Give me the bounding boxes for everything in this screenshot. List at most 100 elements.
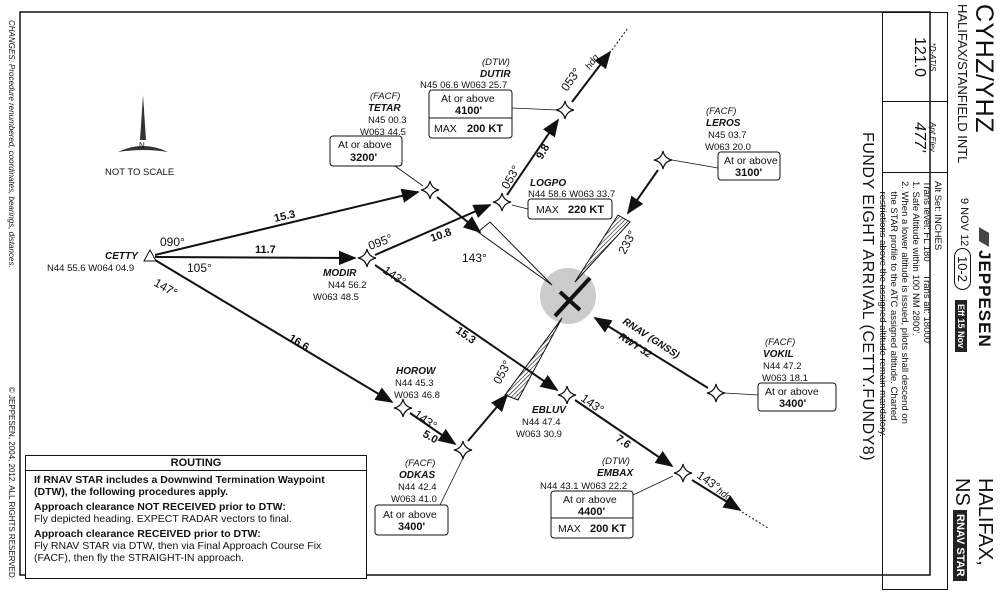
airport-icao: CYHZ/YHZ bbox=[970, 4, 998, 133]
leg-embax-outbound bbox=[691, 479, 742, 511]
embax-coords: N44 43.1 W063 22.2 bbox=[540, 481, 627, 492]
vokil-lat: N44 47.2 bbox=[763, 361, 802, 372]
runway-05-23 bbox=[558, 290, 582, 312]
course-cetty-horow: 147° bbox=[152, 275, 181, 300]
hdg-dutir-outbound: hdg bbox=[583, 52, 602, 72]
effective-date-badge: Eff 15 Nov bbox=[955, 300, 967, 353]
ebluv-lon: W063 30.9 bbox=[516, 429, 562, 440]
dutir-coords: N45 06.6 W063 25.7 bbox=[420, 80, 507, 91]
modir-lon: W063 48.5 bbox=[313, 292, 359, 303]
odkas-altitude: 3400' bbox=[398, 521, 425, 533]
leg-modir-logpo bbox=[374, 204, 492, 256]
elevation-label: Apt Elev bbox=[928, 122, 937, 152]
vokil-waypoint-icon[interactable] bbox=[706, 383, 726, 403]
odkas-role: (FACF) bbox=[405, 458, 435, 469]
dutir-name: DUTIR bbox=[480, 69, 511, 80]
airport-circle bbox=[540, 268, 596, 324]
final-approach-feather-233 bbox=[574, 214, 631, 283]
tetar-constraint-box bbox=[329, 135, 403, 167]
cetty-waypoint-icon[interactable] bbox=[143, 248, 157, 262]
leros-constraint-box bbox=[717, 151, 781, 181]
ebluv-waypoint-icon[interactable] bbox=[557, 385, 577, 405]
atis-frequency: 121.0 bbox=[911, 36, 928, 78]
leg-logpo-dutir bbox=[506, 118, 560, 196]
leg-ebluv-embax bbox=[574, 399, 674, 468]
outbound-vector-dutir bbox=[611, 27, 629, 51]
chart-type-badge: RNAV STAR bbox=[953, 510, 967, 581]
routing-received-body: Fly RNAV STAR via DTW, then via Final Ap… bbox=[34, 540, 322, 564]
tetar-waypoint-icon[interactable] bbox=[420, 180, 440, 200]
leg-cetty-modir bbox=[154, 250, 357, 266]
embax-role: (DTW) bbox=[602, 456, 630, 467]
tetar-lon: W063 44.5 bbox=[360, 127, 406, 138]
procedure-title: FUNDY EIGHT ARRIVAL (CETTY.FUNDY8) bbox=[859, 131, 876, 462]
cetty-coords: N44 55.6 W064 04.9 bbox=[47, 263, 134, 274]
tetar-role: (FACF) bbox=[370, 91, 400, 102]
frequency-info-box: *D-ATIS 121.0 Apt Elev 477' Alt Set: INC… bbox=[877, 12, 948, 590]
jeppesen-logo-icon bbox=[979, 227, 989, 247]
vokil-lon: W063 18.1 bbox=[762, 373, 808, 384]
embax-waypoint-icon[interactable] bbox=[673, 463, 693, 483]
dutir-waypoint-icon[interactable] bbox=[555, 100, 575, 120]
dutir-constraint: At or above bbox=[441, 93, 495, 105]
leg-dutir-outbound bbox=[571, 50, 612, 103]
chart-date: 9 NOV 12 bbox=[958, 198, 970, 247]
ebluv-lat: N44 47.4 bbox=[522, 417, 561, 428]
note-line: 2. When a lower altitude is issued, pilo… bbox=[899, 181, 910, 424]
vokil-role: (FACF) bbox=[765, 337, 795, 348]
dutir-speed: 200 KT bbox=[467, 123, 503, 135]
dist-ebluv-embax: 7.6 bbox=[613, 433, 632, 452]
modir-name: MODIR bbox=[323, 268, 357, 279]
leros-name: LEROS bbox=[706, 118, 741, 129]
course-cetty-tetar: 090° bbox=[160, 235, 185, 249]
tetar-altitude: 3200' bbox=[350, 152, 377, 164]
embax-altitude: 4400' bbox=[578, 506, 605, 518]
vokil-name: VOKIL bbox=[763, 349, 794, 360]
embax-name: EMBAX bbox=[597, 468, 634, 479]
logpo-name: LOGPO bbox=[530, 178, 566, 189]
not-to-scale-label: NOT TO SCALE bbox=[105, 167, 174, 178]
runway-14-32 bbox=[553, 276, 592, 318]
routing-intro: If RNAV STAR includes a Downwind Termina… bbox=[34, 474, 325, 498]
leros-lon: W063 20.0 bbox=[705, 142, 751, 153]
note-line: 1. Safe Altitude within 100 NM 2800'. bbox=[910, 181, 921, 336]
leg-tetar-final bbox=[436, 196, 482, 234]
vokil-constraint-box bbox=[757, 382, 837, 412]
outbound-vector-embax bbox=[741, 511, 769, 529]
svg-text:N: N bbox=[139, 141, 145, 150]
leros-waypoint-icon[interactable] bbox=[653, 150, 673, 170]
atis-cell: *D-ATIS 121.0 bbox=[883, 13, 947, 102]
horow-lon: W063 46.8 bbox=[394, 390, 440, 401]
odkas-constraint: At or above bbox=[383, 509, 437, 521]
leg-horow-odkas bbox=[409, 412, 457, 446]
note-line: Alt Set: INCHES bbox=[932, 181, 943, 251]
horow-lat: N44 45.3 bbox=[395, 378, 434, 389]
final-approach-feather-053 bbox=[504, 317, 563, 401]
routing-box: ROUTING If RNAV STAR includes a Downwind… bbox=[25, 455, 367, 579]
horow-waypoint-icon[interactable] bbox=[393, 398, 413, 418]
vokil-altitude: 3400' bbox=[779, 398, 806, 410]
dutir-constraint-box bbox=[428, 89, 513, 139]
chart-page-number: 10-2 bbox=[954, 248, 971, 291]
routing-received-head: Approach clearance RECEIVED prior to DTW… bbox=[34, 528, 261, 540]
leg-cetty-tetar bbox=[154, 188, 420, 256]
logpo-waypoint-icon[interactable] bbox=[492, 192, 512, 212]
note-line: Trans level: FL 180 Trans alt: 18000' bbox=[921, 181, 932, 345]
routing-not-received-body: Fly depicted heading. EXPECT RADAR vecto… bbox=[34, 513, 292, 525]
dist-logpo-dutir: 9.8 bbox=[534, 142, 552, 161]
dutir-role: (DTW) bbox=[482, 57, 510, 68]
odkas-constraint-box bbox=[374, 504, 449, 536]
jeppesen-logo: JEPPESEN bbox=[974, 227, 994, 348]
course-tetar-final: 143° bbox=[462, 251, 487, 265]
odkas-waypoint-icon[interactable] bbox=[453, 440, 473, 460]
airport-name: HALIFAX/STANFIELD INTL bbox=[955, 4, 970, 164]
ebluv-name: EBLUV bbox=[532, 405, 567, 416]
embax-constraint: At or above bbox=[563, 494, 617, 506]
tetar-lat: N45 00.3 bbox=[368, 115, 407, 126]
odkas-lon: W063 41.0 bbox=[391, 494, 437, 505]
dist-cetty-modir: 11.7 bbox=[255, 244, 276, 256]
logpo-speed-label: MAX bbox=[536, 204, 559, 216]
logpo-speed: 220 KT bbox=[568, 204, 604, 216]
chart-notes: Alt Set: INCHES Trans level: FL 180 Tran… bbox=[877, 173, 947, 445]
routing-title: ROUTING bbox=[26, 456, 366, 471]
